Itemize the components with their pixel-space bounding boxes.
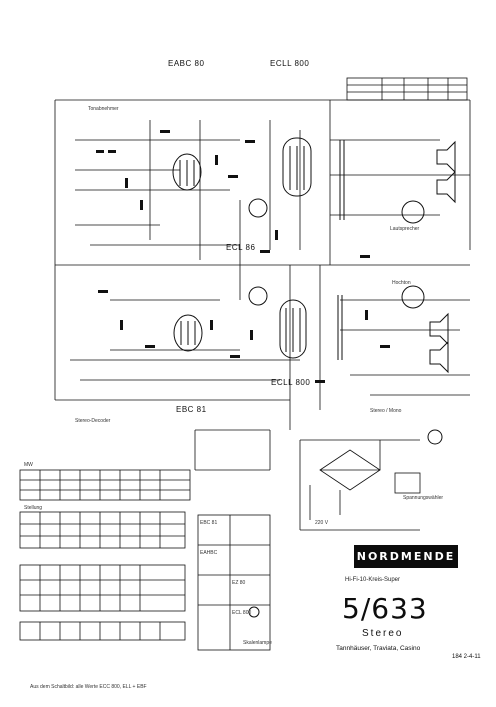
label-hochton: Hochton xyxy=(392,280,411,286)
right-panel-e3: EZ 80 xyxy=(232,580,246,586)
label-stereo-mono: Stereo / Mono xyxy=(370,408,402,414)
model-number: 5/633 xyxy=(342,592,428,625)
label-lautsprecher: Lautsprecher xyxy=(390,226,420,232)
tube-eabc80-label: EABC 80 xyxy=(168,59,205,68)
right-panel-e1: EBC 81 xyxy=(200,520,218,526)
variant-label: Stereo xyxy=(362,628,404,639)
tube-ecl86-label: ECL 86 xyxy=(226,243,256,252)
tube-ecll800-top-label: ECLL 800 xyxy=(270,59,310,68)
label-tonabnehmer: Tonabnehmer xyxy=(88,106,119,112)
drawing-code: 184 2-4-11 xyxy=(452,654,481,660)
tube-ecll800-bottom-label: ECLL 800 xyxy=(271,378,311,387)
label-skalenlampe: Skalenlampe xyxy=(243,640,272,646)
footer-note: Aus dem Schaltbild: alle Werte ECC 800, … xyxy=(30,684,147,690)
brand-logo: NORDMENDE xyxy=(354,545,458,568)
label-mw: MW xyxy=(24,462,33,468)
label-stellung: Stellung xyxy=(24,505,43,511)
right-panel-e2: EAHBC xyxy=(200,550,218,556)
tube-ebc81-label: EBC 81 xyxy=(176,405,207,414)
model-names: Tannhäuser, Traviata, Casino xyxy=(336,645,421,652)
label-spannungswaehler: Spannungswähler xyxy=(403,495,444,501)
label-stereo-decoder: Stereo-Decoder xyxy=(75,418,111,424)
right-panel-e5: ECL 800 xyxy=(232,610,252,616)
label-volt-220: 220 V xyxy=(315,520,329,526)
subtitle: Hi-Fi-10-Kreis-Super xyxy=(345,577,401,583)
